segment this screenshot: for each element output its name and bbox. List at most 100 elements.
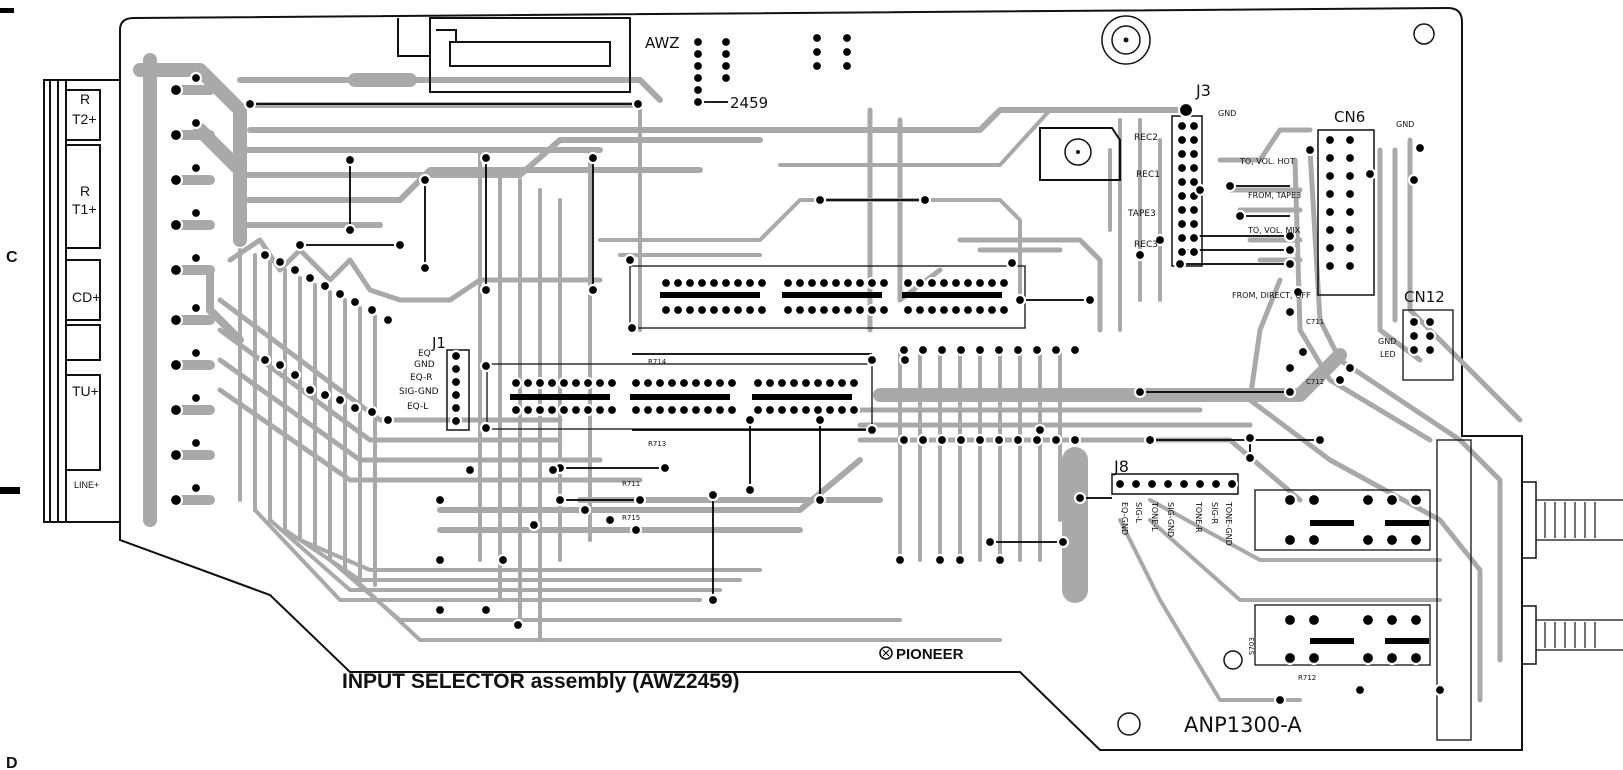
j3-pin-rec1: REC1: [1136, 170, 1160, 180]
pad: [1068, 343, 1082, 357]
pad: [593, 376, 607, 390]
pad: [533, 403, 547, 417]
pad: [1408, 612, 1424, 628]
pad: [418, 261, 432, 275]
pad: [168, 262, 184, 278]
pad: [1296, 345, 1310, 359]
pad: [671, 303, 685, 317]
pad: [1343, 223, 1357, 237]
pad: [719, 59, 733, 73]
pad: [303, 383, 317, 397]
pad: [1343, 259, 1357, 273]
pad: [813, 493, 827, 507]
pad: [273, 255, 287, 269]
pad: [393, 238, 407, 252]
pad: [569, 403, 583, 417]
pad: [293, 238, 307, 252]
pad: [168, 492, 184, 508]
pad: [418, 173, 432, 187]
pad: [691, 71, 705, 85]
pad: [1323, 187, 1337, 201]
pad: [1133, 248, 1147, 262]
pad: [743, 483, 757, 497]
pad: [1363, 167, 1377, 181]
ic-outlines: [486, 265, 1472, 741]
pad: [168, 172, 184, 188]
pad: [1323, 205, 1337, 219]
pad: [479, 283, 493, 297]
jack-label-r1: R: [80, 91, 90, 107]
pad: [1306, 532, 1322, 548]
pad: [463, 463, 477, 477]
grid-tick-top: [0, 8, 14, 13]
pad: [1343, 133, 1357, 147]
pad: [1175, 217, 1189, 231]
pad: [817, 303, 831, 317]
ref-r714: R714: [648, 358, 667, 366]
pad: [1175, 133, 1189, 147]
pad: [1343, 241, 1357, 255]
jumper-wires: [250, 103, 1320, 600]
pad: [1233, 209, 1247, 223]
pad: [1223, 179, 1237, 193]
pad: [1407, 343, 1421, 357]
pad: [1187, 231, 1201, 245]
pad: [433, 603, 447, 617]
label-cn6: CN6: [1334, 108, 1365, 126]
pad: [1187, 133, 1201, 147]
pad: [985, 276, 999, 290]
pad: [1243, 431, 1257, 445]
j1-pin-2: GND: [414, 360, 435, 370]
ref-s703: S703: [1248, 637, 1256, 655]
pad: [168, 447, 184, 463]
pad: [997, 303, 1011, 317]
pad: [1273, 693, 1287, 707]
pad: [641, 376, 655, 390]
output-jack-upper: [1521, 481, 1623, 559]
pad: [1408, 532, 1424, 548]
pad: [973, 343, 987, 357]
pad: [992, 343, 1006, 357]
pad: [189, 161, 203, 175]
pad: [829, 303, 843, 317]
pad: [189, 436, 203, 450]
pad: [823, 403, 837, 417]
pad: [897, 343, 911, 357]
label-cn12: CN12: [1404, 288, 1445, 306]
ref-r715: R715: [622, 514, 640, 522]
pad: [695, 303, 709, 317]
mount-hole-top: [1101, 15, 1151, 65]
pad: [993, 553, 1007, 567]
pad: [1282, 532, 1298, 548]
pad: [691, 83, 705, 97]
pad: [586, 151, 600, 165]
pad: [918, 193, 932, 207]
pad: [743, 303, 757, 317]
pad: [805, 303, 819, 317]
pad: [1313, 433, 1327, 447]
pad: [318, 279, 332, 293]
pad: [258, 353, 272, 367]
pad: [433, 553, 447, 567]
pad: [1323, 151, 1337, 165]
jack-label-cd: CD+: [72, 289, 100, 305]
pad: [877, 276, 891, 290]
pad: [288, 263, 302, 277]
pad: [1187, 147, 1201, 161]
pad: [1175, 119, 1189, 133]
pad: [763, 403, 777, 417]
pad: [787, 376, 801, 390]
ref-r713: R713: [648, 440, 666, 448]
pad: [731, 276, 745, 290]
pad: [365, 303, 379, 317]
pad: [810, 59, 824, 73]
pad: [781, 303, 795, 317]
cn12-pin-gnd: GND: [1378, 337, 1396, 346]
pad: [1083, 293, 1097, 307]
pad: [1187, 245, 1201, 259]
pad: [1193, 183, 1207, 197]
pad: [1013, 293, 1027, 307]
pad: [1384, 612, 1400, 628]
pad: [671, 276, 685, 290]
pad: [898, 353, 912, 367]
